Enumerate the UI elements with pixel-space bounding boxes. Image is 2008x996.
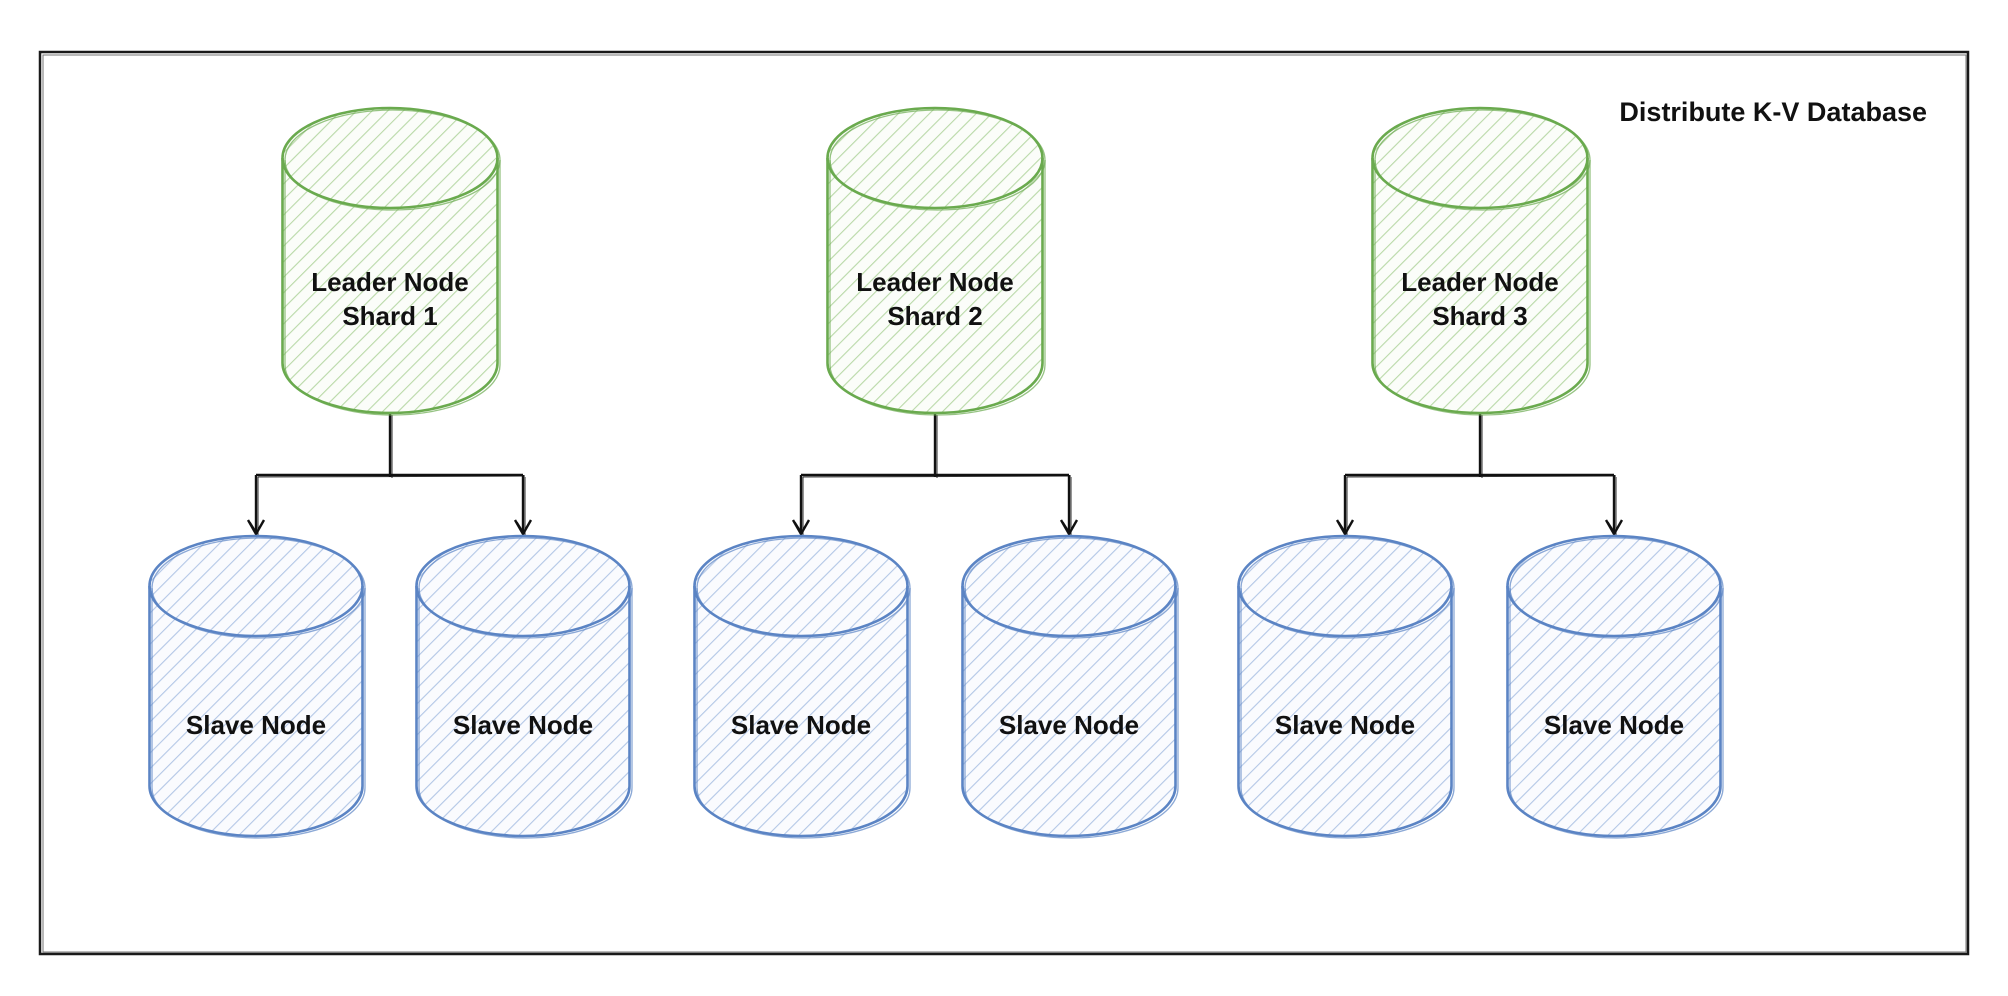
slave-node-label: Slave Node — [999, 710, 1139, 740]
slave-node-shard-2-1: Slave Node — [693, 534, 911, 839]
diagram-frame — [38, 50, 1970, 956]
arrow-head — [246, 519, 266, 536]
shard-label: Shard 1 — [342, 301, 437, 331]
slave-node-label: Slave Node — [1544, 710, 1684, 740]
leader-node-label: Leader Node — [311, 267, 469, 297]
slave-node-shard-2-2: Slave Node — [961, 534, 1179, 839]
leader-node-label: Leader Node — [1401, 267, 1559, 297]
connector-shard-1 — [254, 413, 526, 535]
slave-node-label: Slave Node — [453, 710, 593, 740]
arrow-head — [1335, 519, 1355, 536]
slave-node-label: Slave Node — [186, 710, 326, 740]
arrow-head — [1059, 519, 1079, 536]
shard-label: Shard 3 — [1432, 301, 1527, 331]
connector-shard-3 — [1343, 413, 1617, 535]
connector-shard-2 — [799, 413, 1072, 535]
arrow-head — [1604, 519, 1624, 536]
slave-node-shard-3-1: Slave Node — [1237, 534, 1455, 839]
arrow-head — [791, 519, 811, 536]
slave-node-label: Slave Node — [731, 710, 871, 740]
slave-node-shard-1-1: Slave Node — [148, 534, 366, 839]
leader-node-label: Leader Node — [856, 267, 1014, 297]
slave-node-shard-3-2: Slave Node — [1506, 534, 1724, 839]
slave-node-shard-1-2: Slave Node — [415, 534, 633, 839]
slave-node-label: Slave Node — [1275, 710, 1415, 740]
shard-label: Shard 2 — [887, 301, 982, 331]
diagram-title: Distribute K-V Database — [1619, 97, 1927, 127]
connector-layer — [246, 413, 1624, 536]
arrow-head — [513, 519, 533, 536]
